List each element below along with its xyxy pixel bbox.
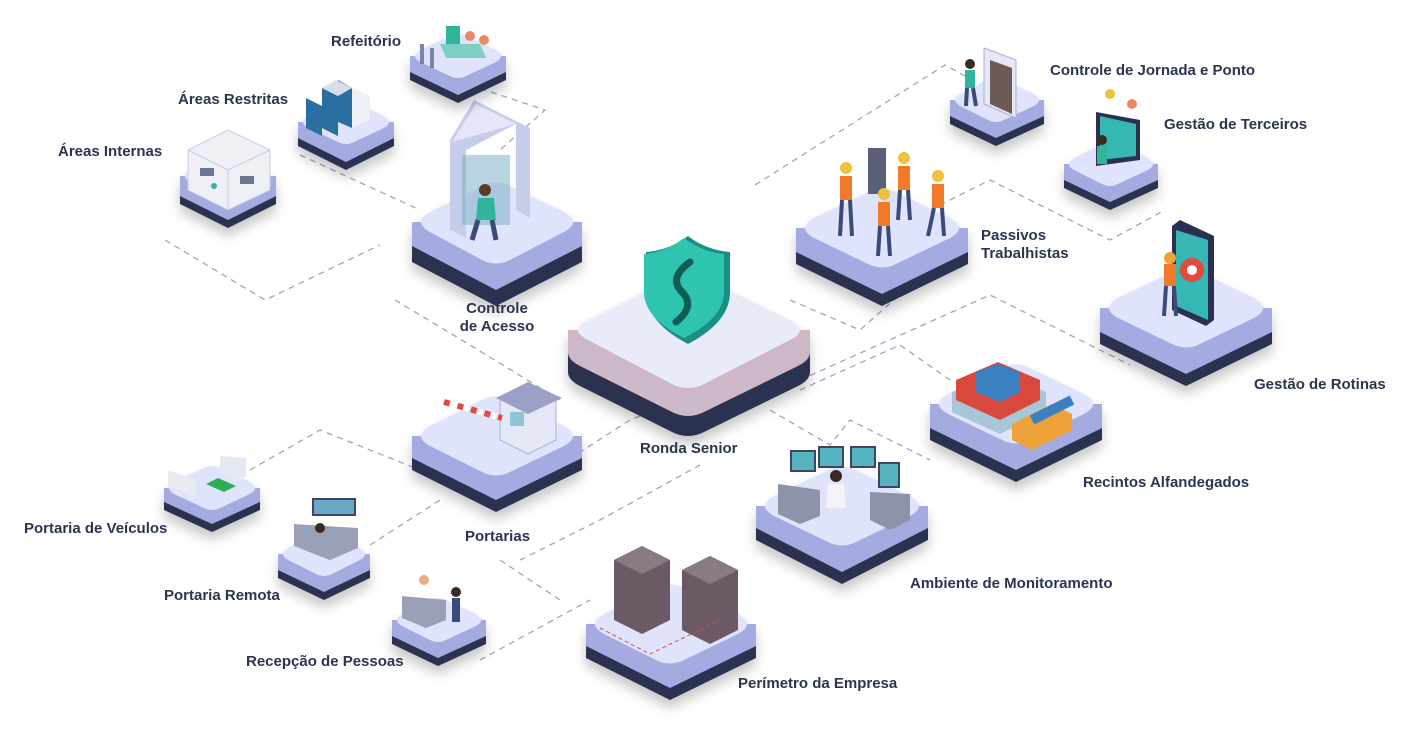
connector-refeitorio-access	[469, 84, 547, 151]
access-gate-icon	[450, 100, 530, 241]
label-passivos-trabalhistas-line2: Trabalhistas	[981, 245, 1069, 262]
connector-remota-portarias	[369, 499, 441, 546]
label-passivos-trabalhistas-line1: Passivos	[981, 227, 1047, 244]
shield-logo-icon	[644, 236, 730, 344]
vehicle-gate-icon	[168, 456, 246, 498]
remote-desk-icon	[294, 498, 358, 560]
contractors-screen-icon	[1096, 89, 1140, 166]
label-passivos-trabalhistas: Passivos Trabalhistas	[981, 227, 1069, 263]
label-recintos-alfandegados: Recintos Alfandegados	[1083, 474, 1250, 491]
buildings-icon	[599, 546, 738, 655]
workers-icon	[838, 148, 946, 257]
connector-rotinas-center	[799, 294, 1131, 381]
connector-portarias-center	[559, 399, 681, 466]
connector-restritas-access	[299, 154, 421, 211]
label-gestao-de-terceiros: Gestão de Terceiros	[1164, 116, 1308, 133]
connector-internas-access	[164, 239, 381, 301]
time-clock-icon	[964, 47, 1017, 119]
label-ronda-senior: Ronda Senior	[640, 440, 738, 457]
monitoring-room-icon	[778, 446, 910, 530]
server-rack-icon	[306, 80, 370, 136]
connector-access-center	[394, 299, 561, 401]
label-ambiente-de-monitoramento: Ambiente de Monitoramento	[910, 575, 1113, 592]
smartphone-pin-icon	[1162, 220, 1214, 326]
connector-recepcao-perimetro	[479, 599, 591, 661]
connector-veiculos-portarias	[249, 429, 421, 471]
label-recepcao-de-pessoas: Recepção de Pessoas	[246, 653, 404, 670]
label-gestao-de-rotinas: Gestão de Rotinas	[1254, 376, 1386, 393]
label-areas-internas: Áreas Internas	[58, 143, 163, 160]
connector-terceiros-passivos	[929, 179, 1166, 241]
label-portaria-remota: Portaria Remota	[164, 587, 280, 604]
label-refeitorio: Refeitório	[331, 33, 402, 50]
connector-passivos-center	[789, 289, 906, 331]
label-perimetro-da-empresa: Perímetro da Empresa	[738, 675, 898, 692]
label-controle-de-jornada: Controle de Jornada e Ponto	[1050, 62, 1256, 79]
guard-booth-icon	[443, 382, 562, 455]
label-portaria-de-veiculos: Portaria de Veículos	[24, 520, 168, 537]
connector-perimetro-portarias	[499, 559, 561, 601]
label-areas-restritas: Áreas Restritas	[178, 91, 289, 108]
label-portarias: Portarias	[465, 528, 531, 545]
label-controle-de-acesso-line2: de Acesso	[459, 318, 535, 335]
connector-monitor-center	[769, 409, 931, 461]
cafeteria-icon	[420, 26, 489, 68]
reception-desk-icon	[402, 575, 461, 628]
label-controle-de-acesso-line1: Controle	[466, 300, 528, 317]
connector-perimetro-center	[519, 464, 701, 561]
connector-recintos-center	[799, 344, 951, 391]
container-ship-icon	[952, 362, 1075, 450]
label-controle-de-acesso: Controle de Acesso	[452, 300, 542, 336]
office-floor-icon	[187, 129, 271, 211]
